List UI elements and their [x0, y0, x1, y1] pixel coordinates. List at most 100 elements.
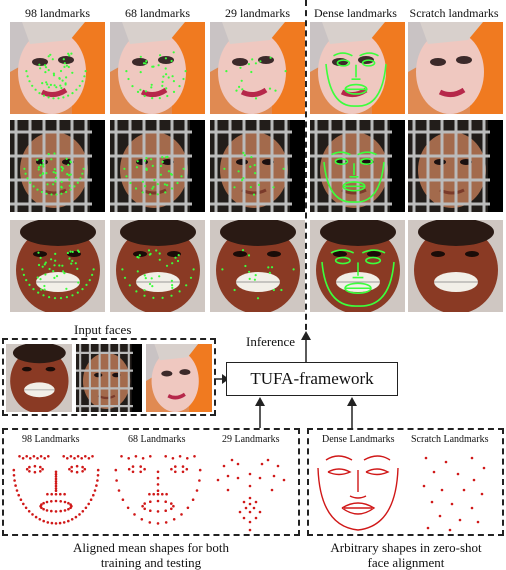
scratch-landmark [422, 484, 426, 488]
mean-shapes-arrow [255, 397, 265, 428]
scratch-landmark [462, 488, 466, 492]
scratch-landmark [448, 528, 452, 532]
jaw-landmark [81, 510, 85, 513]
jaw-landmark [22, 502, 25, 506]
brow-landmark [73, 457, 76, 460]
sparse-landmark [270, 488, 274, 492]
mouth-landmark [170, 507, 173, 511]
sparse-landmark [236, 476, 240, 480]
nose-landmark [156, 476, 160, 480]
jaw-landmark [12, 474, 16, 477]
nose-landmark [59, 492, 62, 496]
scratch-landmark [476, 520, 480, 524]
sparse-landmark [254, 516, 258, 520]
brow-landmark [47, 455, 50, 458]
sparse-landmark [242, 516, 246, 520]
dense-brow-right [363, 455, 391, 461]
jaw-landmark [67, 519, 70, 523]
brow-landmark [186, 457, 189, 460]
sparse-landmark [252, 506, 256, 510]
arbitrary-shapes-caption-line1: Arbitrary shapes in zero-shot [330, 540, 482, 555]
jaw-landmark [164, 521, 168, 524]
column-label-dense: Dense landmarks [314, 6, 397, 20]
eye-landmark [139, 465, 142, 468]
sparse-landmark [282, 478, 286, 482]
face-image-row2-col3 [210, 120, 305, 212]
input-face-3 [146, 344, 212, 412]
brow-landmark [80, 457, 83, 460]
brow-landmark [127, 457, 130, 460]
mean-shapes-box [2, 428, 300, 536]
jaw-landmark [198, 479, 201, 482]
sparse-landmark [230, 458, 234, 462]
brow-landmark [69, 455, 73, 458]
mean-shape-98 [12, 455, 100, 525]
sparse-landmark [248, 528, 252, 532]
mouth-landmark [172, 504, 175, 508]
nose-landmark [54, 487, 58, 490]
arbitrary-shape-label-scratch: Scratch Landmarks [411, 434, 489, 445]
brow-landmark [32, 455, 36, 458]
eye-landmark [39, 465, 42, 469]
brow-landmark [62, 455, 65, 458]
column-label-98: 98 landmarks [25, 6, 90, 20]
jaw-landmark [180, 513, 183, 516]
sparse-landmark [248, 472, 252, 476]
jaw-landmark [42, 519, 45, 523]
scratch-landmark [438, 514, 442, 518]
eye-landmark [25, 467, 29, 471]
arbitrary-shapes-arrow [347, 397, 357, 428]
dense-mouth-outer [341, 502, 376, 515]
jaw-landmark [121, 498, 125, 501]
jaw-landmark [78, 513, 81, 516]
jaw-landmark [126, 506, 130, 510]
mouth-landmark [164, 509, 167, 512]
sparse-landmark [248, 496, 252, 500]
nose-landmark [54, 484, 58, 488]
mouth-landmark [50, 500, 53, 503]
jaw-landmark [38, 518, 42, 521]
dense-eye-right [365, 468, 390, 476]
dense-jaw [317, 467, 399, 531]
jaw-landmark [95, 484, 98, 487]
sparse-landmark [258, 510, 262, 514]
jaw-landmark [172, 518, 176, 521]
brow-landmark [21, 457, 25, 460]
sparse-landmark [260, 462, 264, 466]
mean-shape-29 [216, 458, 286, 532]
input-faces-box [2, 338, 216, 416]
separator-dashed-line [305, 0, 307, 340]
nose-landmark [46, 492, 49, 496]
face-image-row1-col5 [408, 22, 503, 114]
mouth-landmark [42, 501, 45, 505]
face-image-row1-col3 [210, 22, 305, 114]
eye-landmark [41, 467, 44, 471]
mouth-landmark [143, 502, 146, 505]
eye-landmark [174, 465, 177, 468]
mouth-landmark [156, 499, 160, 503]
brow-landmark [18, 455, 21, 458]
inference-label: Inference [246, 334, 296, 349]
nose-landmark [54, 492, 58, 496]
sparse-landmark [248, 484, 252, 488]
jaw-landmark [133, 513, 136, 516]
mouth-landmark [67, 507, 70, 511]
mouth-landmark [59, 500, 62, 503]
arbitrary-shapes-caption: Arbitrary shapes in zero-shot face align… [312, 540, 500, 570]
scratch-landmark [432, 470, 436, 474]
eye-landmark [33, 464, 37, 468]
mouth-landmark [50, 509, 53, 513]
brow-landmark [171, 457, 175, 460]
input-to-framework-arrow [214, 374, 229, 384]
mouth-landmark [45, 509, 49, 512]
brow-landmark [36, 457, 39, 460]
jaw-landmark [198, 468, 202, 472]
mouth-landmark [69, 503, 72, 506]
jaw-landmark [19, 498, 23, 501]
arbitrary-shapes-box [307, 428, 504, 536]
jaw-landmark [84, 506, 88, 510]
mean-shape-label-98: 98 Landmarks [22, 434, 80, 445]
scratch-landmark [430, 500, 434, 504]
eye-landmark [83, 467, 87, 471]
mouth-landmark [149, 509, 152, 512]
